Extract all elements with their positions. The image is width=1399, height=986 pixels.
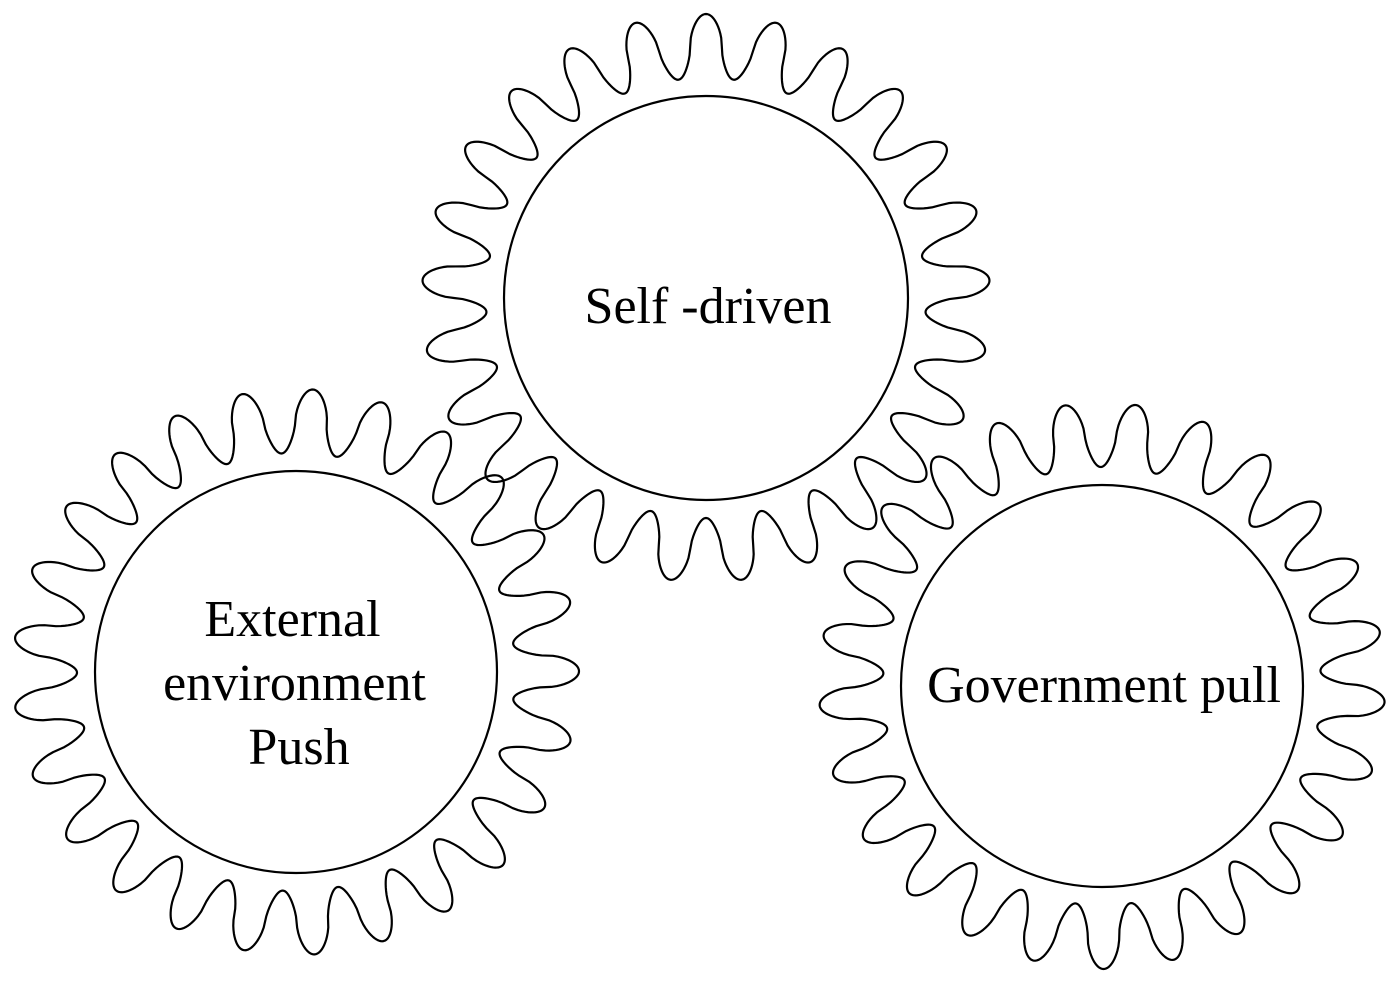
- gear-label: Self -driven: [585, 278, 832, 335]
- gear-hub-circle: [502, 94, 910, 502]
- gear-label: External environment Push: [163, 591, 439, 776]
- gear-self-driven: Self -driven: [421, 12, 991, 581]
- gear-government-pull: Government pull: [818, 403, 1386, 971]
- gear-label-line: environment: [163, 655, 426, 712]
- gear-label-line: Government pull: [927, 657, 1281, 714]
- gear-hub-circle: [93, 469, 499, 875]
- gear-label-line: Push: [248, 719, 349, 776]
- gear-label: Government pull: [927, 657, 1281, 714]
- gear-teeth-outline: [13, 388, 581, 956]
- gear-hub-circle: [899, 483, 1305, 889]
- gear-teeth-outline: [818, 403, 1386, 971]
- gear-external-environment-push: External environment Push: [13, 388, 581, 956]
- gear-label-line: External: [204, 591, 380, 648]
- gear-label-line: Self -driven: [585, 278, 832, 335]
- gear-teeth-outline: [421, 12, 991, 581]
